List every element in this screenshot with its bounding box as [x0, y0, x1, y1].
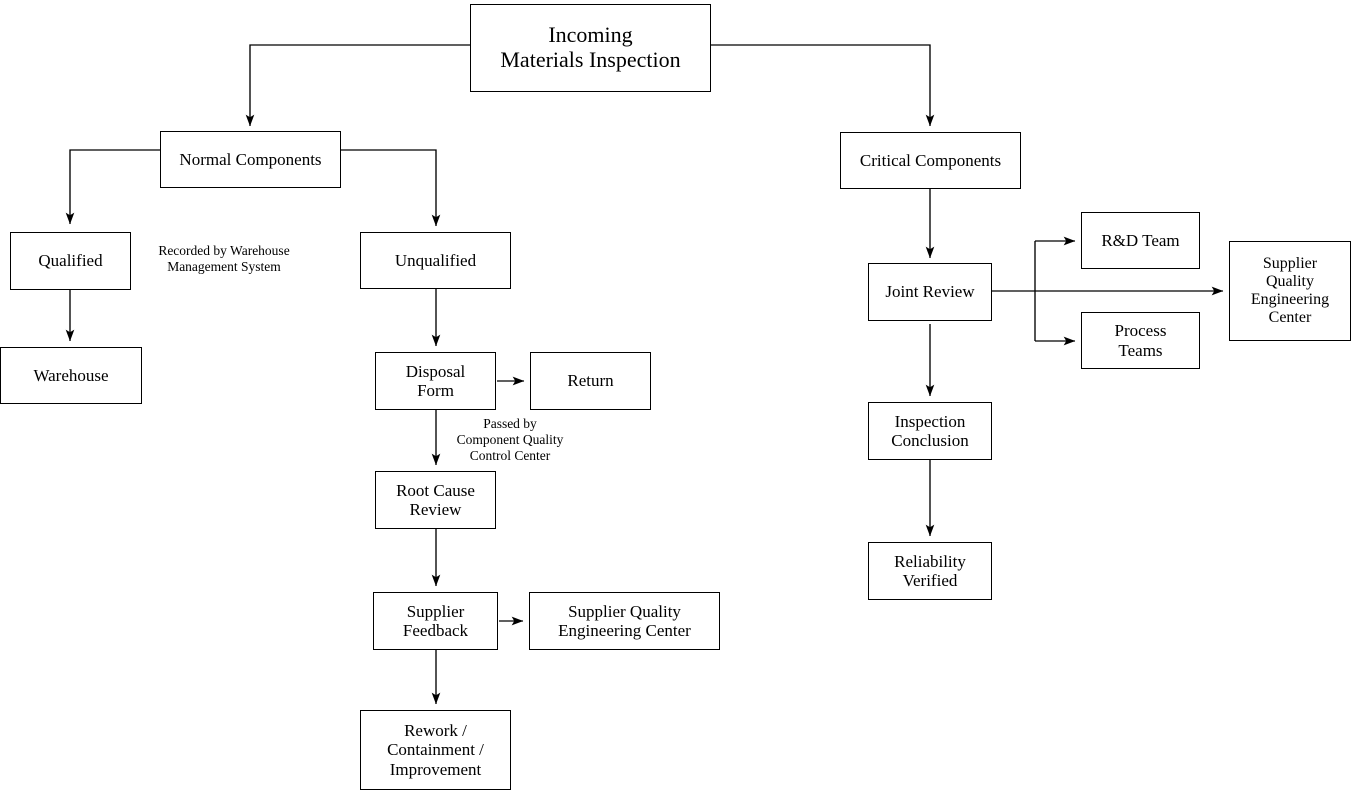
node-return[interactable]: Return	[530, 352, 651, 410]
edge-label-quality-note: Passed by Component Quality Control Cent…	[456, 416, 564, 463]
node-incoming-materials-inspection[interactable]: Incoming Materials Inspection	[470, 4, 711, 92]
node-reliability-verified[interactable]: Reliability Verified	[868, 542, 992, 600]
edge-incoming-to-normal	[245, 44, 470, 127]
node-normal-components[interactable]: Normal Components	[160, 131, 341, 188]
node-unqualified[interactable]: Unqualified	[360, 232, 511, 289]
edge-incoming-to-critical	[711, 44, 935, 127]
node-disposal-form[interactable]: Disposal Form	[375, 352, 496, 410]
node-qualified[interactable]: Qualified	[10, 232, 131, 290]
edge-label-warehouse-note: Recorded by Warehouse Management System	[158, 243, 290, 274]
node-root-cause-review[interactable]: Root Cause Review	[375, 471, 496, 529]
edge-normal-to-unqualified	[341, 149, 441, 227]
node-process-teams[interactable]: Process Teams	[1081, 312, 1200, 369]
node-supplier-quality-engineering-center-right[interactable]: Supplier Quality Engineering Center	[1229, 241, 1351, 341]
node-supplier-quality-engineering-center-mid[interactable]: Supplier Quality Engineering Center	[529, 592, 720, 650]
edge-normal-to-qualified	[65, 149, 160, 225]
node-rework-containment-improvement[interactable]: Rework / Containment / Improvement	[360, 710, 511, 790]
node-rd-team[interactable]: R&D Team	[1081, 212, 1200, 269]
node-inspection-conclusion[interactable]: Inspection Conclusion	[868, 402, 992, 460]
node-joint-review[interactable]: Joint Review	[868, 263, 992, 321]
node-supplier-feedback[interactable]: Supplier Feedback	[373, 592, 498, 650]
node-warehouse[interactable]: Warehouse	[0, 347, 142, 404]
node-critical-components[interactable]: Critical Components	[840, 132, 1021, 189]
